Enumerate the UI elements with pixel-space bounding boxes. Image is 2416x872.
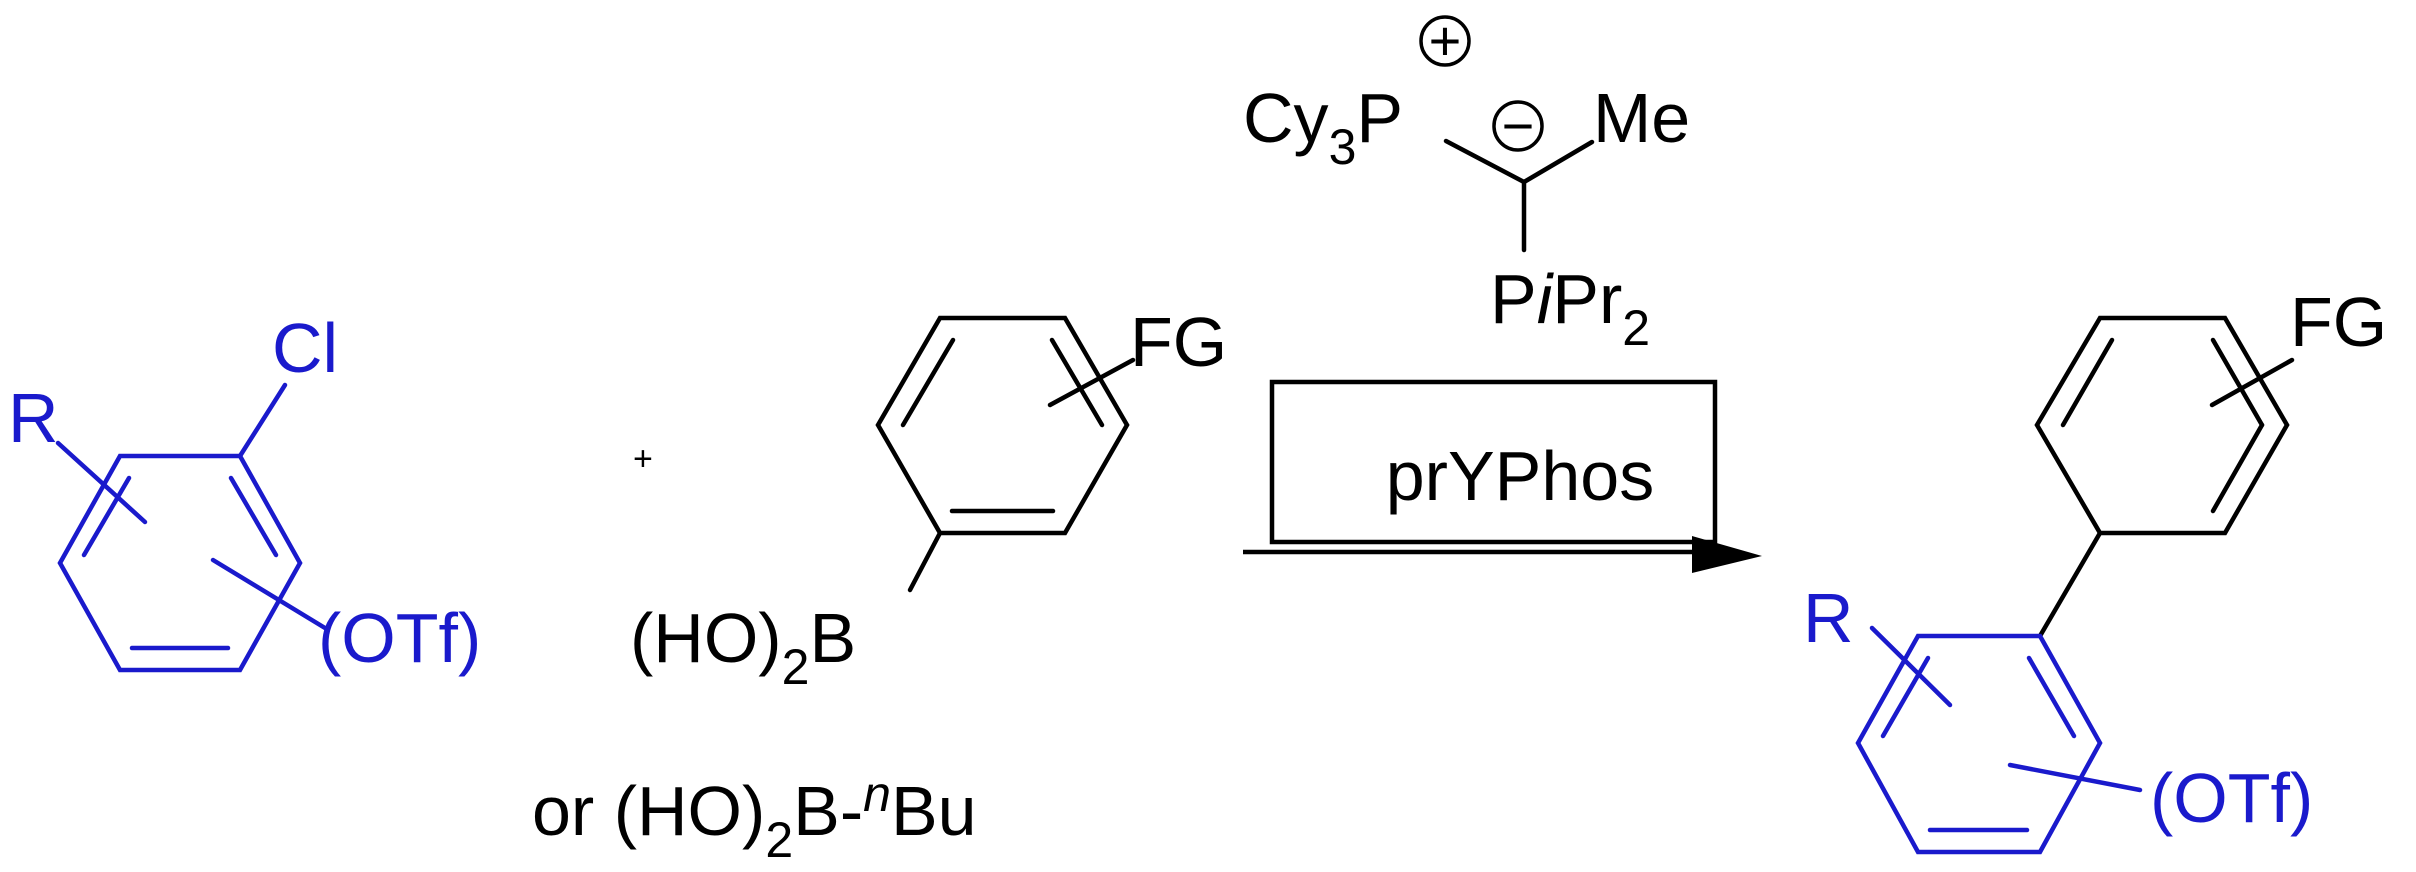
product-otf-bond [2007,762,2143,793]
phosphorus-2-text: P [1490,260,1537,338]
plus-charge-circle [1419,15,1471,67]
aryl-chloride-labels: Cl R (OTf) [8,309,481,677]
boron-bond [907,530,943,593]
cy3p-label: Cy3P [1243,79,1403,175]
cy-subscript: 3 [1329,119,1357,175]
ring-inner-bond [2210,337,2265,428]
chlorine-label: Cl [272,309,338,387]
methyl-label: Me [1593,79,1690,157]
minus-charge-circle [1492,100,1544,152]
aryl-chloride-reactant [55,382,328,673]
ring-inner-bond [1049,337,1105,428]
ring-inner-bond [228,475,279,558]
product-upper-ring-group [2034,315,2295,639]
product-lower-ring-group [1855,625,2143,855]
r-label: R [8,379,59,457]
product-r-label: R [1803,579,1854,657]
propyl-text: Pr [1552,260,1622,338]
triflate-label: (OTf) [318,599,481,677]
otf-substituent-bond [210,557,328,631]
biaryl-bond [2037,530,2103,639]
product-r-bond [1869,625,1953,708]
alt-subscript: 2 [765,812,793,868]
boronic-acid-labels: FG (HO)2B [630,303,1227,695]
fg-substituent-bond [1047,357,1136,408]
ylide-bond-right [1521,139,1595,185]
plus-sign: + [633,440,653,478]
ring-inner-bond [1880,655,1931,739]
chlorine-bond [237,382,288,459]
minus-charge-symbol: − [1502,94,1535,157]
pipr2-label: PiPr2 [1490,260,1650,356]
alternative-reagent-formula: or (HO)2B-nBu [532,766,977,868]
ring-inner-bond [81,475,132,558]
boron-prefix: (HO) [630,599,782,677]
iso-prefix: i [1537,260,1555,338]
product-labels: FG R (OTf) [1803,283,2387,837]
ring-inner-bond [2210,422,2265,514]
ring-inner-bond [2026,655,2077,739]
r-substituent-bond [55,440,148,525]
ring-inner-bond [2060,337,2115,428]
boronic-acid-reactant [875,315,1136,593]
boronic-acid-formula: (HO)2B [630,599,856,695]
propyl-subscript: 2 [1622,300,1650,356]
ligand-name: prYPhos [1386,437,1654,515]
ligand-name-box [1269,379,1718,545]
or-text: or (HO) [532,772,765,850]
aryl-chloride-ring [57,453,303,673]
butyl-text: Bu [891,772,977,850]
reaction-arrowhead [1692,536,1762,573]
n-prefix: n [863,766,891,822]
biaryl-product [1855,315,2295,855]
boron-atom: B [809,599,856,677]
boron-subscript: 2 [782,639,810,695]
ring-inner-bond [900,337,956,428]
product-fg-bond [2209,357,2295,408]
product-lower-ring [1855,633,2103,855]
product-fg-label: FG [2290,283,2387,361]
phosphorus-text: P [1356,79,1403,157]
product-upper-ring [2034,315,2290,536]
reaction-arrow-group: prYPhos [1243,379,1762,573]
alt-boron: B- [793,772,863,850]
cy-text: Cy [1243,79,1329,157]
fg-label: FG [1130,303,1227,381]
plus-charge-symbol: + [1429,9,1462,72]
ylide-bond-left [1443,138,1527,185]
ligand-structure: + − Cy3P Me PiPr2 [1243,9,1690,356]
product-triflate-label: (OTf) [2150,759,2313,837]
boronic-acid-ring [875,315,1130,536]
